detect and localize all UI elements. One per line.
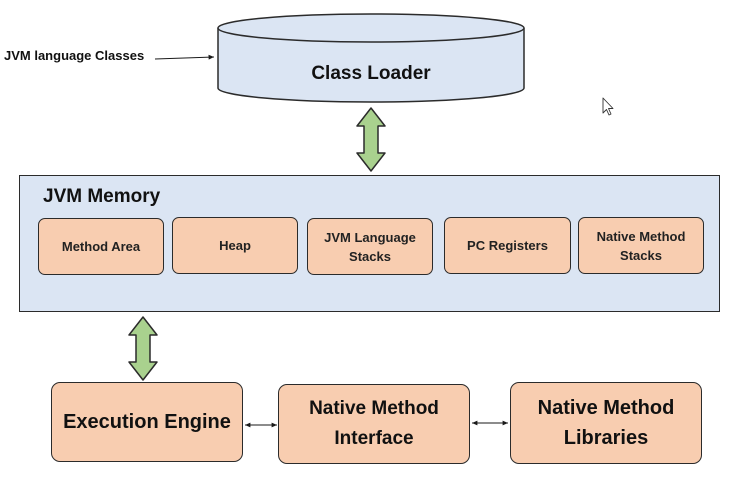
mouse-cursor-icon [602, 97, 614, 116]
pc-registers-label: PC Registers [467, 238, 548, 253]
heap-label: Heap [219, 238, 251, 253]
jvm-language-stacks-label-line1: JVM Language [324, 229, 416, 245]
execution-engine-label: Execution Engine [63, 410, 231, 433]
native-method-stacks-label-line1: Native Method [596, 228, 686, 244]
pc-registers-box: PC Registers [444, 217, 571, 274]
native-method-libraries-box: Native Method Libraries [510, 382, 702, 464]
heap-box: Heap [172, 217, 298, 274]
input-arrow [154, 54, 215, 60]
execution-engine-box: Execution Engine [51, 382, 243, 462]
jvm-memory-title: JVM Memory [43, 186, 161, 207]
memory-engine-arrow [128, 316, 158, 381]
loader-memory-arrow [356, 107, 386, 172]
method-area-label: Method Area [61, 239, 141, 254]
method-area-box: Method Area [38, 218, 164, 275]
class-loader-cylinder [217, 13, 525, 103]
native-method-stacks-box: Native Method Stacks [578, 217, 704, 274]
native-method-stacks-label-line2: Stacks [620, 247, 662, 263]
native-method-libraries-label-line1: Native Method [537, 397, 675, 419]
native-method-interface-label-line1: Native Method [309, 398, 439, 419]
jvm-language-stacks-label-line2: Stacks [349, 248, 391, 264]
input-label: JVM language Classes [4, 48, 145, 63]
native-method-libraries-label-line2: Libraries [563, 427, 649, 449]
native-method-interface-label-line2: Interface [334, 428, 414, 449]
native-method-interface-box: Native Method Interface [278, 384, 470, 464]
class-loader-label: Class Loader [311, 63, 431, 84]
jvm-language-stacks-box: JVM Language Stacks [307, 218, 433, 275]
